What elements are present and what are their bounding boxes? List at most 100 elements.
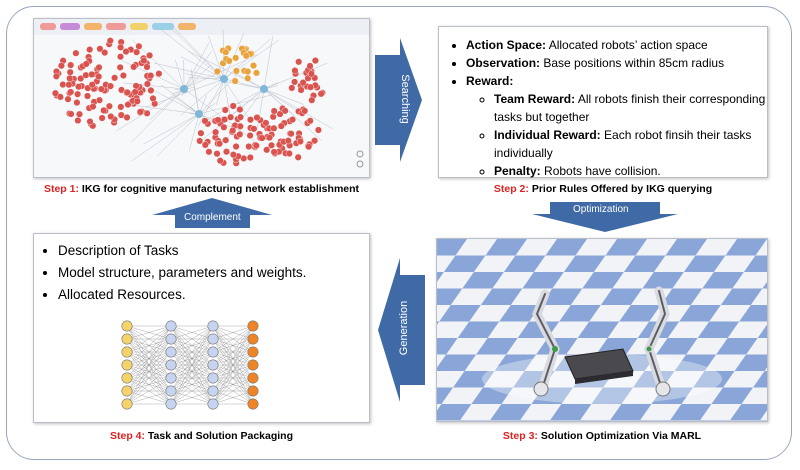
graph-node (149, 94, 157, 102)
step2-caption-text: Prior Rules Offered by IKG querying (528, 183, 713, 195)
graph-node (196, 137, 204, 145)
graph-node (89, 103, 97, 111)
graph-node (288, 84, 296, 92)
zoom-out-icon[interactable] (356, 160, 364, 168)
graph-node (225, 57, 233, 65)
graph-node (265, 134, 273, 142)
graph-node (258, 134, 266, 142)
step1-label: Step 1: (43, 183, 79, 195)
graph-node (242, 52, 250, 60)
graph-node (95, 63, 103, 71)
graph-node (143, 63, 151, 71)
knowledge-graph-image (34, 19, 369, 177)
graph-node (307, 83, 315, 91)
task-item: Description of Tasks (58, 240, 370, 262)
graph-node (222, 148, 230, 156)
graph-node (277, 122, 285, 130)
graph-node (285, 149, 293, 157)
graph-node (232, 54, 240, 62)
graph-node (301, 107, 309, 115)
nn-neuron (207, 346, 219, 358)
graph-node (222, 48, 230, 56)
nn-neuron (165, 320, 177, 332)
graph-node (305, 143, 313, 151)
graph-filter-chip (106, 23, 126, 30)
optimization-label: Optimization (573, 204, 629, 215)
graph-node (64, 95, 72, 103)
outer-frame (6, 6, 792, 460)
nn-neuron (207, 333, 219, 345)
nn-neuron (121, 385, 133, 397)
graph-node (270, 124, 278, 132)
rule-individual-reward: Individual Reward: Each robot finsih the… (494, 126, 768, 162)
step2-label: Step 2: (493, 183, 529, 195)
graph-node (75, 83, 83, 91)
nn-neuron (121, 346, 133, 358)
graph-node (116, 53, 124, 61)
graph-node (212, 128, 220, 136)
graph-hub-node (195, 110, 203, 118)
graph-node (245, 142, 253, 150)
graph-node (236, 130, 244, 138)
prior-rules-list: Action Space: Allocated robots’ action s… (448, 36, 768, 180)
graph-node (130, 63, 138, 71)
graph-node (294, 153, 302, 161)
graph-filter-chip (40, 23, 56, 30)
graph-node (77, 75, 85, 83)
nn-neuron (207, 320, 219, 332)
graph-node (143, 80, 151, 88)
nn-neuron (121, 333, 133, 345)
nn-neuron (207, 398, 219, 410)
graph-node (297, 86, 305, 94)
zoom-in-icon[interactable] (356, 150, 364, 158)
graph-node (84, 92, 92, 100)
nn-neuron (207, 372, 219, 384)
graph-node (57, 62, 65, 70)
graph-node (197, 129, 205, 137)
graph-node (86, 118, 94, 126)
graph-node (306, 117, 314, 125)
graph-node (67, 61, 75, 69)
step1-caption: Step 1: IKG for cognitive manufacturing … (33, 183, 370, 195)
graph-node (246, 153, 254, 161)
graph-node (288, 116, 296, 124)
ikg-graph-panel (33, 18, 370, 178)
marl-simulation-panel (436, 238, 768, 422)
graph-node (51, 89, 59, 97)
graph-node (291, 67, 299, 75)
graph-node (52, 72, 60, 80)
graph-node (306, 62, 314, 70)
graph-hub-node (260, 85, 268, 93)
nn-neuron (165, 359, 177, 371)
nn-neuron (121, 320, 133, 332)
graph-node (82, 60, 90, 68)
nn-neuron (247, 359, 259, 371)
graph-node (73, 99, 81, 107)
generation-arrow (378, 258, 425, 402)
graph-node (133, 97, 141, 105)
prior-rules-panel (438, 26, 768, 178)
graph-node (229, 126, 237, 134)
rule-observation: Observation: Base positions within 85cm … (466, 54, 768, 72)
graph-node (147, 72, 155, 80)
neural-network-diagram (121, 320, 259, 410)
graph-node (95, 73, 103, 81)
searching-label: Searching (398, 74, 411, 124)
nn-neuron (121, 372, 133, 384)
task-packaging-list: Description of Tasks Model structure, pa… (40, 240, 370, 306)
step4-label: Step 4: (109, 430, 145, 442)
graph-hub-node (180, 85, 188, 93)
graph-node (253, 114, 261, 122)
graph-node (140, 57, 148, 65)
graph-node (67, 88, 75, 96)
graph-node (74, 90, 82, 98)
graph-node (284, 137, 292, 145)
graph-hub-node (220, 75, 228, 83)
graph-node (246, 116, 254, 124)
graph-node (105, 102, 113, 110)
nn-neuron (121, 398, 133, 410)
graph-node (246, 131, 254, 139)
graph-filter-chip (60, 23, 80, 30)
graph-node (146, 51, 154, 59)
graph-node (229, 151, 237, 159)
